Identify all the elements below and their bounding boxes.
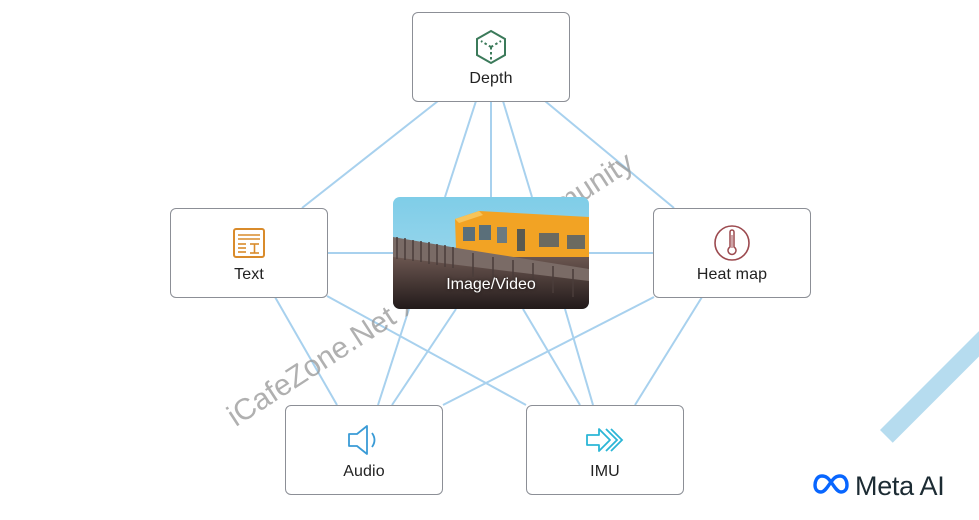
modality-node-image-video: Image/Video [393, 197, 589, 309]
edge-depth-heat [544, 100, 675, 209]
motion-arrows-icon [585, 420, 625, 460]
edge-heat-imu [634, 296, 703, 406]
edge-image-audio-a [377, 308, 410, 406]
edge-depth-image-c [502, 100, 533, 198]
node-label: Heat map [696, 266, 768, 283]
node-label: Text [234, 266, 264, 283]
modality-node-heat-map: Heat map [653, 208, 811, 298]
edge-depth-image-a [444, 100, 477, 198]
node-label: IMU [590, 463, 620, 480]
edge-heat-audio [442, 296, 655, 406]
text-document-icon [229, 223, 269, 263]
modality-node-text: Text [170, 208, 328, 298]
node-label: Image/Video [446, 276, 536, 293]
brand-name: Meta AI [855, 471, 945, 501]
node-label: Audio [343, 463, 385, 480]
node-label: Depth [469, 70, 513, 87]
thermometer-icon [712, 223, 752, 263]
edge-depth-text [301, 100, 439, 209]
speaker-icon [344, 420, 384, 460]
edge-image-imu-a [522, 308, 581, 406]
meta-ai-logo: Meta AI [813, 471, 945, 502]
edge-image-audio-b [391, 308, 457, 406]
modality-node-audio: Audio [285, 405, 443, 495]
meta-infinity-icon [813, 473, 849, 500]
edge-image-imu-b [564, 308, 594, 406]
edge-text-audio [274, 296, 338, 406]
cube-icon [471, 27, 511, 67]
edge-text-imu [326, 295, 527, 406]
modality-node-depth: Depth [412, 12, 570, 102]
train-photo [393, 197, 589, 309]
modality-node-imu: IMU [526, 405, 684, 495]
